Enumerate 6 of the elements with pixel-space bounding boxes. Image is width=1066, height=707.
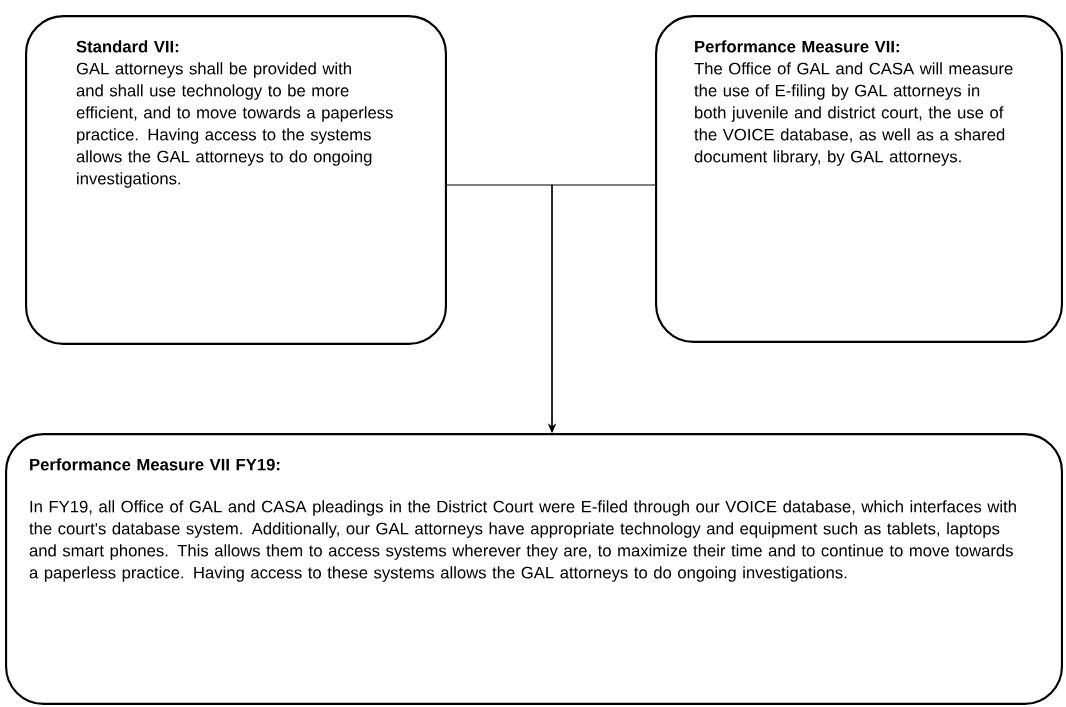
- box-text: In FY19, all Office of GAL and CASA pleadings in the District Court were E-filed through our VOICE database, which interfaces with the court's database system. Additionally, our GAL attorneys have appropriate technology and equipment such as tablets, laptops and smart phones. This allows them to access systems wherever they are, to maximize their time and to continue to move towards a paperless practice. Having access to these systems allows the GAL attorneys to do ongoing investigations.: [29, 500, 1016, 582]
- box-text: The Office of GAL and CASA will measure the use of E-filing by GAL attorneys in both juvenile and district court, the use of the VOICE database, as well as a shared document library, by GAL attorneys.: [694, 62, 1013, 166]
- box-heading: Standard VII:: [76, 40, 179, 53]
- box-text: GAL attorneys shall be provided with and shall use technology to be more efficient, and to move towards a paperless practice. Having access to the systems allows the GAL attorneys to do ongoing investigations.: [76, 62, 393, 188]
- box-heading: Performance Measure VII FY19:: [30, 458, 280, 471]
- box-heading: Performance Measure VII:: [695, 40, 899, 53]
